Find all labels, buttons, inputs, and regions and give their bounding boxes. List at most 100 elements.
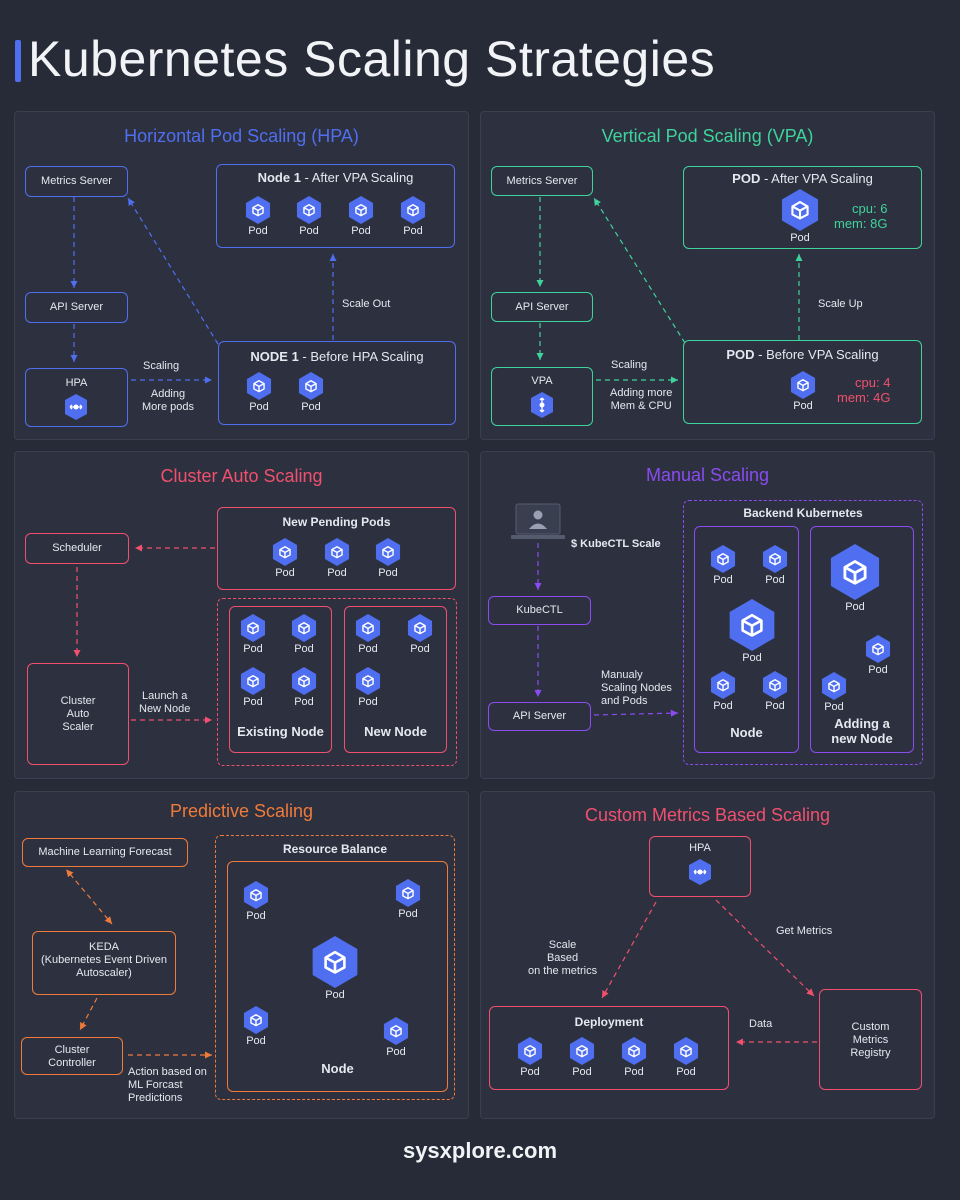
pod-icon: [291, 667, 317, 695]
pod-label: Pod: [398, 908, 418, 920]
manual-command-label: $ KubeCTL Scale: [571, 538, 661, 550]
pod-label: Pod: [790, 232, 810, 244]
pod-icon: [407, 614, 433, 642]
pod-label: Pod: [793, 400, 813, 412]
pod-label: Pod: [378, 567, 398, 579]
pod: Pod: [289, 196, 329, 237]
pod-label: Pod: [294, 696, 314, 708]
vpa-pod-after-title: POD - After VPA Scaling: [732, 171, 873, 186]
pod-label: Pod: [294, 643, 314, 655]
pred-node: Node: [227, 861, 448, 1092]
manual-new-node-label: Adding a new Node: [831, 716, 893, 746]
vpa-scaling-label: Scaling: [611, 359, 648, 371]
pod-icon: [324, 538, 350, 566]
pod-icon: [830, 544, 880, 600]
pod: Pod: [703, 545, 743, 586]
vpa-adding-label: Adding more Mem & CPU: [610, 387, 673, 412]
pod-icon: [240, 614, 266, 642]
pod: Pod: [236, 881, 276, 922]
custom-data-label: Data: [749, 1018, 773, 1030]
hpa-scale-icon: [65, 394, 87, 420]
pod: Pod: [239, 372, 279, 413]
vpa-pod-after: POD - After VPA Scaling cpu: 6 mem: 8G: [683, 166, 922, 249]
pod-label: Pod: [246, 910, 266, 922]
pod: Pod: [722, 599, 782, 664]
pod-icon: [710, 545, 736, 573]
custom-hpa-box: HPA: [649, 836, 751, 897]
panel-title-predictive: Predictive Scaling: [169, 801, 314, 821]
pod: Pod: [376, 1017, 416, 1058]
pod-icon: [243, 1006, 269, 1034]
pod: Pod: [666, 1037, 706, 1078]
pod-label: Pod: [248, 225, 268, 237]
cluster-pending-title: New Pending Pods: [282, 515, 391, 529]
pod: Pod: [368, 538, 408, 579]
vpa-scale-icon: [531, 392, 553, 418]
pod-icon: [865, 635, 891, 663]
custom-hpa-label: HPA: [689, 842, 711, 854]
laptop-user-icon: [511, 503, 565, 539]
pod: Pod: [236, 1006, 276, 1047]
pod-icon: [296, 196, 322, 224]
pod-label: Pod: [765, 574, 785, 586]
pod-label: Pod: [824, 701, 844, 713]
pred-balance-group: Resource Balance: [215, 835, 455, 1100]
vpa-pod-before-title: POD - Before VPA Scaling: [726, 347, 879, 362]
pod-icon: [375, 538, 401, 566]
custom-scale-based-label: Scale Based on the metrics: [528, 939, 598, 977]
hpa-node-after-title: Node 1 - After VPA Scaling: [257, 170, 414, 185]
pod-label: Pod: [351, 225, 371, 237]
pod: Pod: [305, 936, 365, 1001]
pod-label: Pod: [325, 989, 345, 1001]
hpa-node-before: NODE 1 - Before HPA Scaling: [218, 341, 456, 425]
pod-label: Pod: [520, 1066, 540, 1078]
pod-icon: [400, 196, 426, 224]
pod: Pod: [284, 614, 324, 655]
pod-icon: [243, 881, 269, 909]
pod: Pod: [400, 614, 440, 655]
hpa-adding-label: Adding More pods: [142, 388, 194, 413]
pred-controller-label: Cluster Controller: [48, 1044, 96, 1069]
pod-icon: [790, 371, 816, 399]
panel-cluster: Cluster Auto Scaling: [14, 451, 469, 779]
pod-icon: [355, 667, 381, 695]
pod-icon: [762, 545, 788, 573]
cluster-launch-label: Launch a New Node: [139, 690, 191, 715]
pod: Pod: [614, 1037, 654, 1078]
cluster-new-node: New Node: [344, 606, 447, 753]
pod-icon: [762, 671, 788, 699]
pred-ml-forecast: Machine Learning Forecast: [22, 838, 188, 867]
pod-label: Pod: [246, 1035, 266, 1047]
panel-predictive: Predictive Scaling: [14, 791, 469, 1119]
pod-icon: [355, 614, 381, 642]
cluster-pending-pods: New Pending Pods: [217, 507, 456, 590]
pod-icon: [272, 538, 298, 566]
pod-icon: [395, 879, 421, 907]
pod-label: Pod: [327, 567, 347, 579]
pod-label: Pod: [243, 696, 263, 708]
pod-label: Pod: [572, 1066, 592, 1078]
vpa-vpa-label: VPA: [531, 375, 553, 387]
pod-icon: [291, 614, 317, 642]
hpa-metrics-server: Metrics Server: [25, 166, 128, 197]
pod-label: Pod: [676, 1066, 696, 1078]
hpa-scaling-label: Scaling: [143, 360, 180, 372]
pod-label: Pod: [301, 401, 321, 413]
pod-icon: [729, 599, 775, 651]
custom-registry-label: Custom Metrics Registry: [850, 1021, 891, 1059]
manual-backend-group: Backend Kubernetes: [683, 500, 923, 765]
manual-new-node: Adding a new Node: [810, 526, 914, 753]
panel-title-hpa: Horizontal Pod Scaling (HPA): [124, 126, 359, 146]
pod-label: Pod: [386, 1046, 406, 1058]
pod-icon: [348, 196, 374, 224]
pod: Pod: [238, 196, 278, 237]
pod-label: Pod: [868, 664, 888, 676]
cluster-new-label: New Node: [364, 724, 427, 739]
vpa-after-resources: cpu: 6 mem: 8G: [834, 201, 888, 231]
panel-title-vpa: Vertical Pod Scaling (VPA): [601, 126, 814, 146]
panel-custom: Custom Metrics Based Scaling: [480, 791, 935, 1119]
vpa-before-resources: cpu: 4 mem: 4G: [837, 375, 891, 405]
pod: Pod: [755, 671, 795, 712]
pod-label: Pod: [742, 652, 762, 664]
manual-api-server: API Server: [488, 702, 591, 731]
